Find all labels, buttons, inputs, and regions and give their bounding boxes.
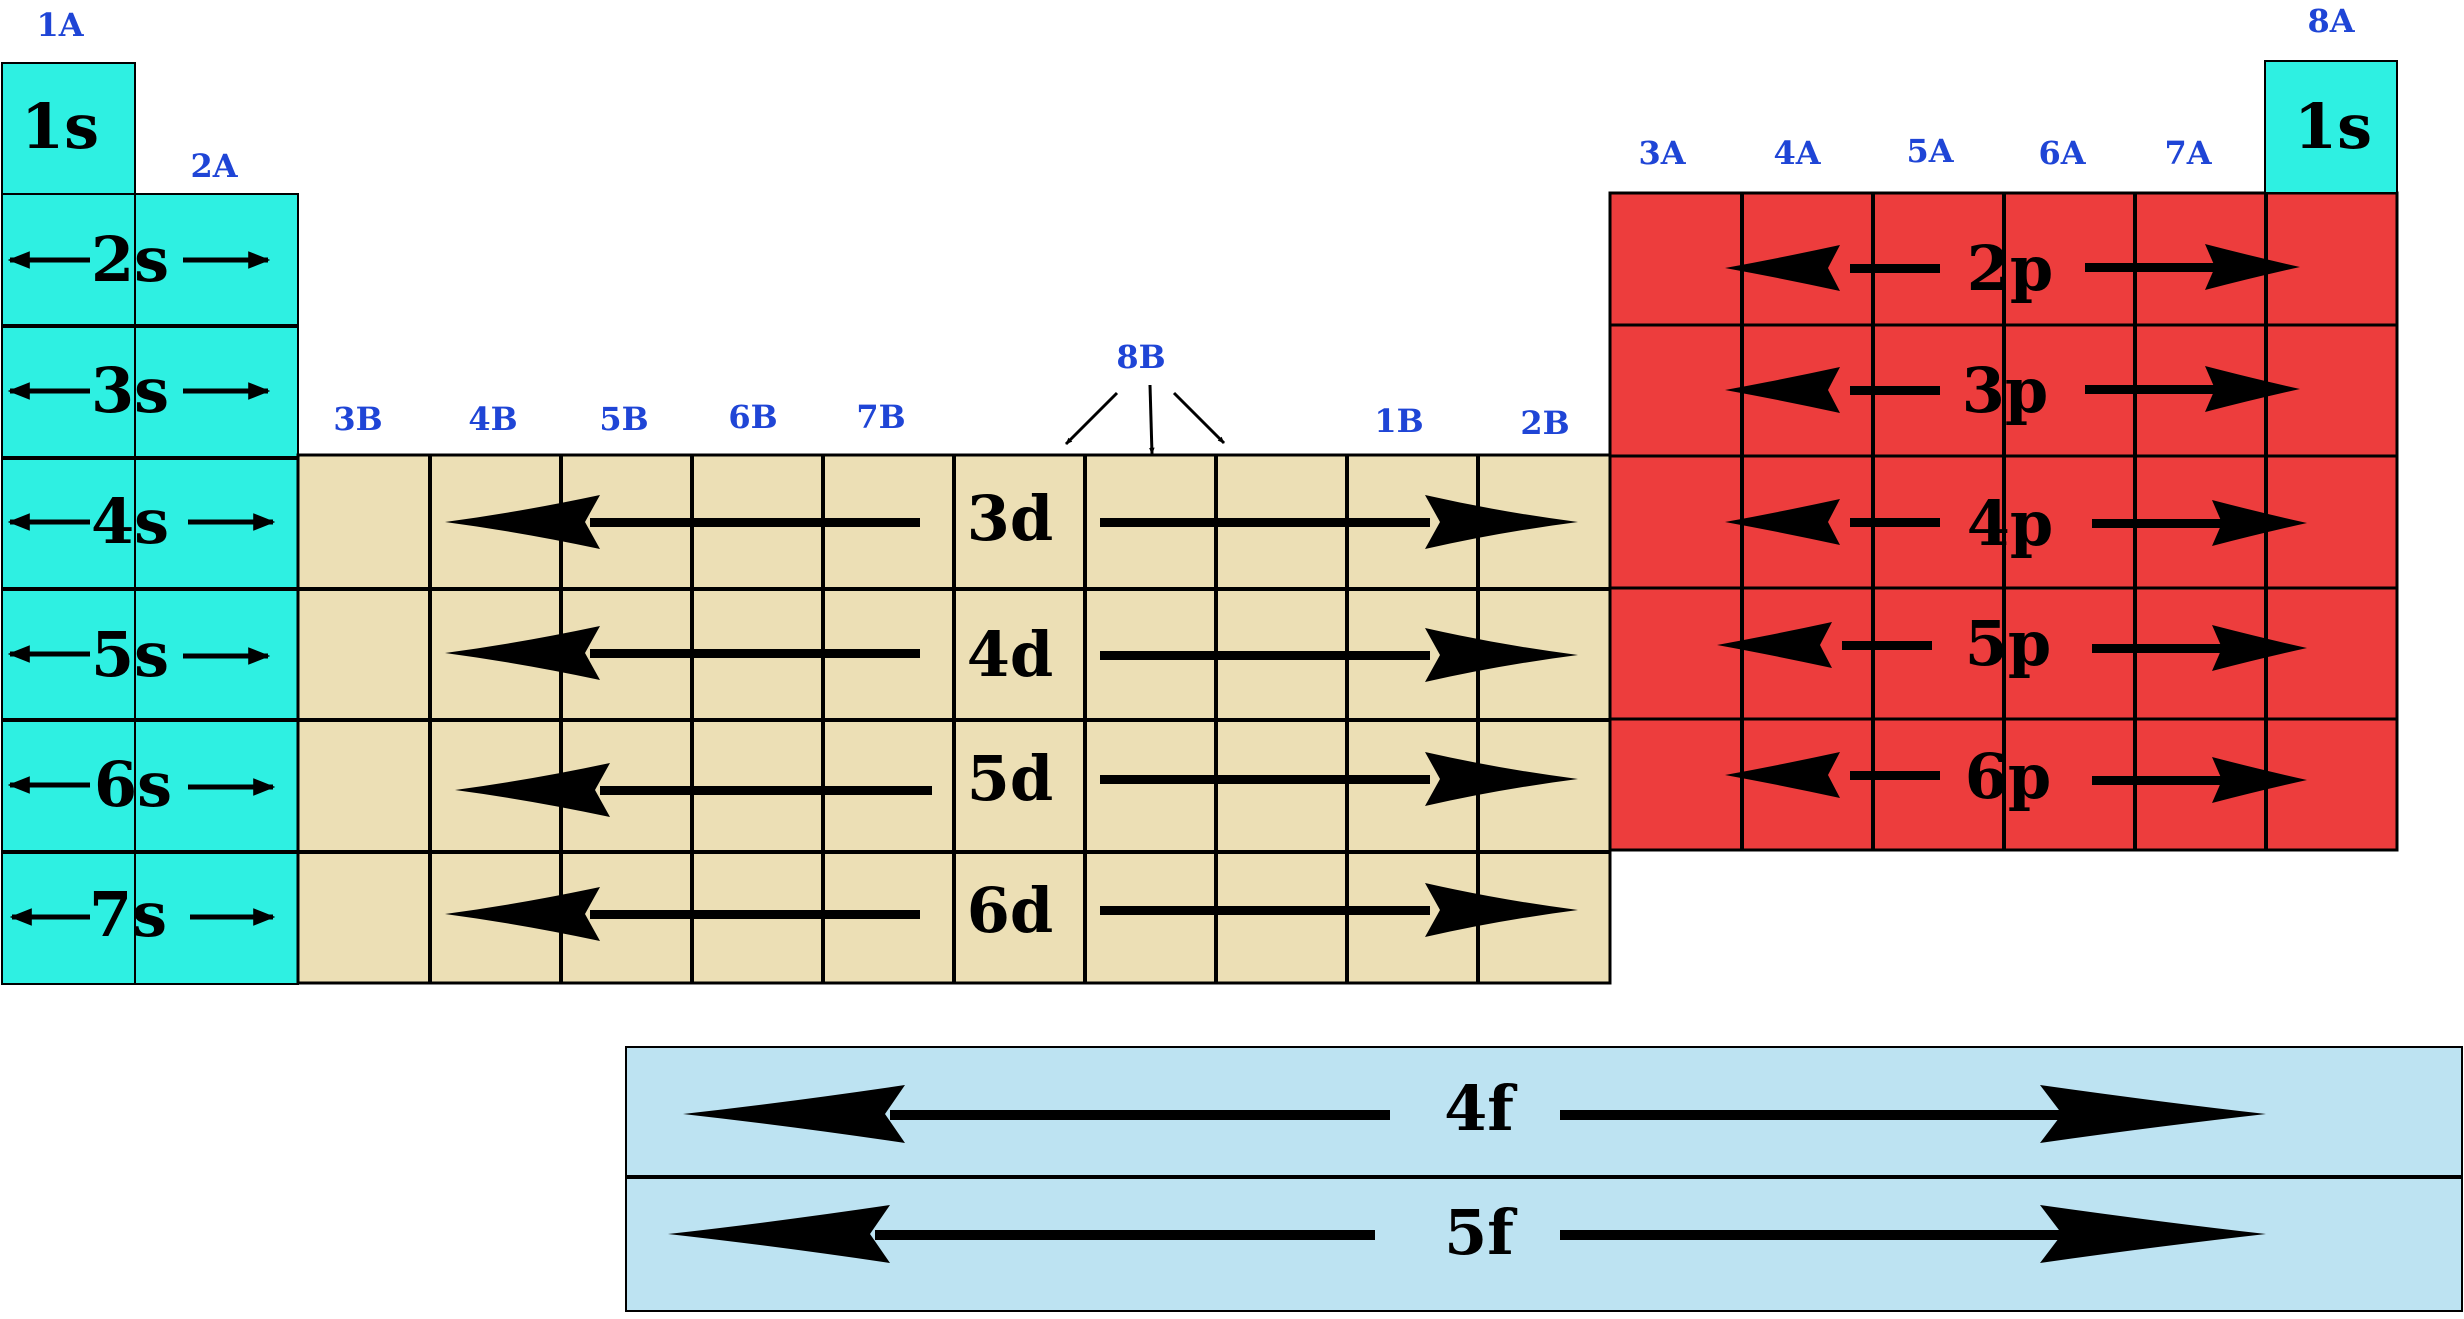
s-block-row-lines (2, 324, 298, 854)
label-5p: 5p (1965, 607, 2052, 680)
cell-1s (1, 62, 136, 195)
group-label-1B: 1B (1374, 402, 1423, 440)
long-arrows (445, 244, 2307, 1263)
label-2s: 2s (91, 223, 169, 296)
d-block-row-lines (298, 587, 1610, 854)
s-block-arrows (7, 251, 276, 926)
cell-he-1s (2264, 60, 2398, 194)
arrows-4p (1725, 499, 2307, 546)
arrows-5p (1717, 622, 2307, 671)
p-block (1608, 60, 2399, 852)
block-labels: 1s 2s 3s 4s 5s 6s 7s 1s 2p 3p 4p 5p 6p 3… (21, 90, 2372, 1269)
label-5d: 5d (967, 742, 1054, 815)
arrows-4f (683, 1085, 2266, 1143)
p-block-row-lines (1610, 323, 2397, 721)
label-7s: 7s (89, 878, 167, 951)
arrows-6p (1725, 752, 2307, 803)
label-1s: 1s (21, 90, 99, 163)
label-4d: 4d (967, 618, 1054, 691)
8b-pointer-arrows (1064, 384, 1226, 455)
arrows-5d (455, 752, 1578, 817)
group-label-5A: 5A (1906, 132, 1954, 170)
arrows-2p (1725, 244, 2300, 291)
arrows-3p (1725, 366, 2300, 413)
arrows-4d (445, 626, 1578, 682)
label-5f: 5f (1444, 1196, 1517, 1269)
group-label-4B: 4B (468, 400, 517, 438)
label-2p: 2p (1967, 232, 2054, 305)
arrows-5f (668, 1205, 2266, 1263)
label-4s: 4s (91, 485, 169, 558)
group-label-3A: 3A (1638, 134, 1686, 172)
group-label-4A: 4A (1773, 134, 1821, 172)
group-label-7A: 7A (2164, 134, 2212, 172)
group-label-7B: 7B (856, 398, 905, 436)
label-3s: 3s (91, 354, 169, 427)
group-label-2A: 2A (190, 147, 238, 185)
arrows-6d (445, 883, 1578, 941)
label-3d: 3d (967, 482, 1054, 555)
label-5s: 5s (91, 618, 169, 691)
label-4p: 4p (1967, 487, 2054, 560)
label-he-1s: 1s (2294, 90, 2372, 163)
group-label-8B: 8B (1116, 338, 1165, 376)
label-6d: 6d (967, 874, 1054, 947)
group-label-3B: 3B (333, 400, 382, 438)
label-4f: 4f (1444, 1072, 1517, 1145)
group-label-2B: 2B (1520, 404, 1569, 442)
group-label-5B: 5B (599, 400, 648, 438)
label-6s: 6s (94, 748, 172, 821)
group-label-6A: 6A (2038, 134, 2086, 172)
d-block (296, 453, 1612, 985)
group-label-8A: 8A (2307, 2, 2355, 40)
group-label-1A: 1A (36, 6, 84, 44)
arrows-3d (445, 495, 1578, 549)
label-3p: 3p (1962, 354, 2049, 427)
f-block (625, 1046, 2463, 1312)
group-labels: 1A 2A 3B 4B 5B 6B 7B 8B 1B 2B 3A 4A 5A 6… (36, 2, 2355, 442)
group-label-6B: 6B (728, 398, 777, 436)
label-6p: 6p (1965, 740, 2052, 813)
